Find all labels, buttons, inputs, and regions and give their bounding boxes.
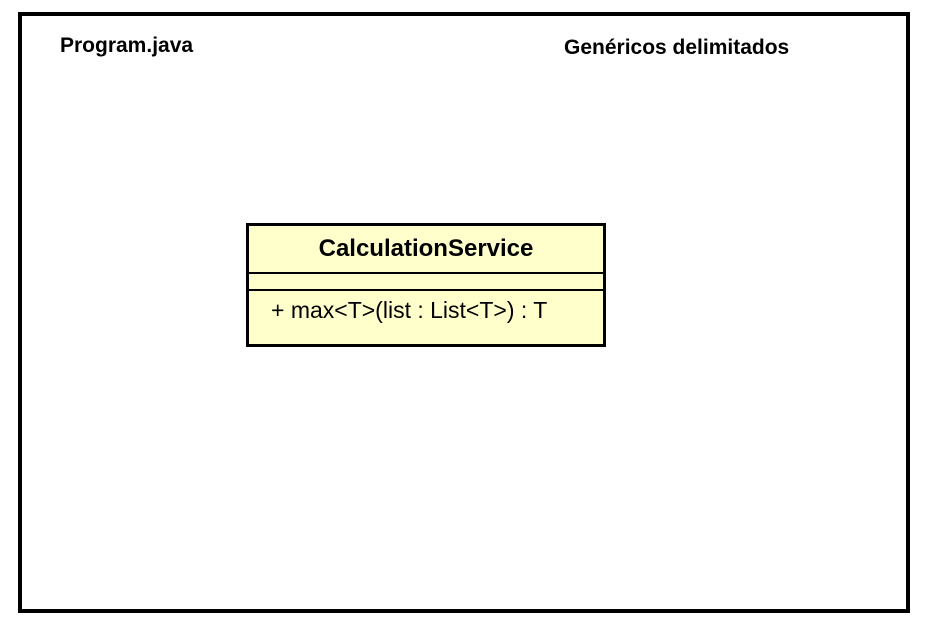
diagram-frame: Program.java Genéricos delimitados Calcu…	[18, 12, 910, 613]
class-name: CalculationService	[249, 226, 603, 274]
file-name-label: Program.java	[60, 34, 194, 57]
class-attributes-compartment	[249, 274, 603, 291]
diagram-title: Genéricos delimitados	[564, 36, 790, 59]
class-operations-compartment: + max<T>(list : List<T>) : T	[249, 291, 603, 324]
class-operation: + max<T>(list : List<T>) : T	[271, 297, 548, 323]
uml-class-box[interactable]: CalculationService + max<T>(list : List<…	[246, 223, 606, 347]
